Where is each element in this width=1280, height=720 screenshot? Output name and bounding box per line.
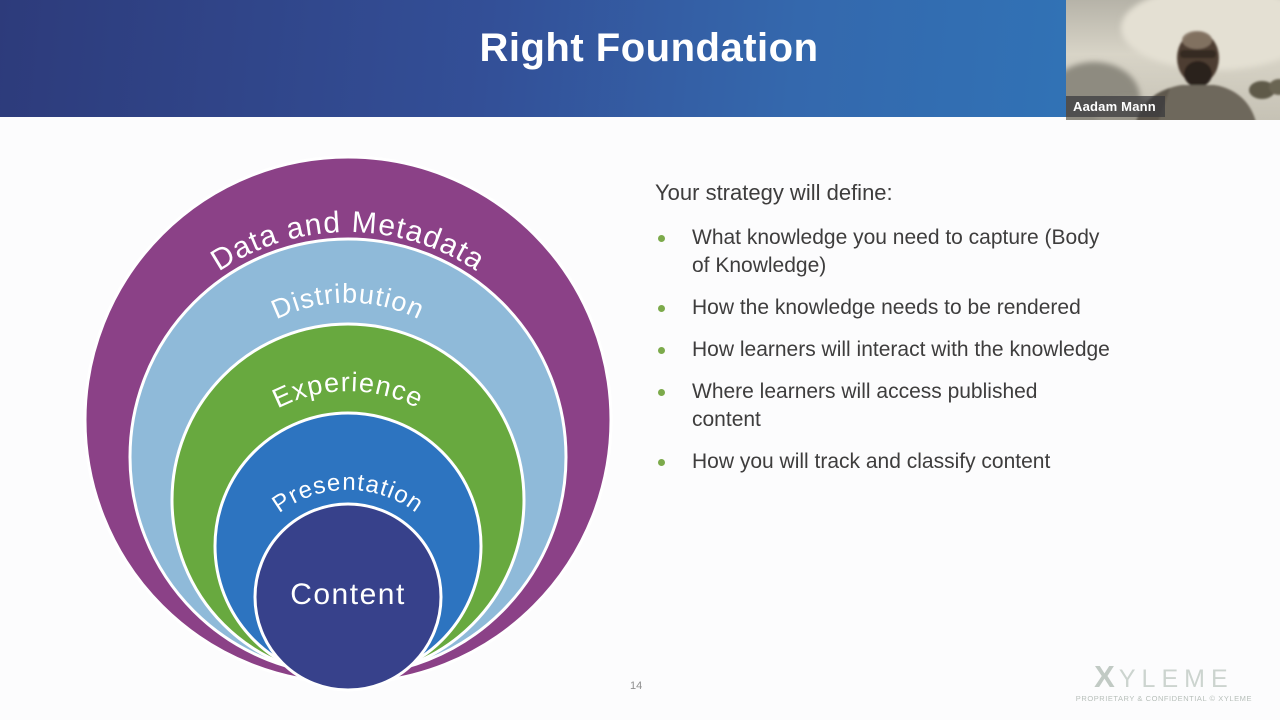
bullet-dot: [658, 389, 665, 396]
bullet-item: How you will track and classify content: [655, 448, 1245, 476]
bullet-dot: [658, 305, 665, 312]
slide-title: Right Foundation: [479, 26, 819, 70]
bullet-list: What knowledge you need to capture (Body…: [655, 224, 1245, 476]
strategy-panel: Your strategy will define: What knowledg…: [655, 180, 1245, 490]
nested-circles-diagram: Data and Metadata Distribution Experienc…: [80, 148, 620, 704]
confidential-text: PROPRIETARY & CONFIDENTIAL © XYLEME: [1075, 694, 1252, 703]
ring-label-content: Content: [290, 578, 406, 611]
presenter-name-label: Aadam Mann: [1066, 96, 1165, 117]
bullet-dot: [658, 235, 665, 242]
page-number: 14: [630, 680, 643, 692]
presenter-video-tile[interactable]: Aadam Mann: [1066, 0, 1280, 120]
strategy-heading: Your strategy will define:: [655, 180, 893, 205]
bullet-dot: [658, 347, 665, 354]
xyleme-logo-wordmark: XYLEME: [1094, 659, 1234, 694]
xyleme-logo-x: X: [1094, 659, 1119, 694]
xyleme-logo: XYLEME PROPRIETARY & CONFIDENTIAL © XYLE…: [1075, 659, 1252, 703]
bullet-item: How learners will interact with the know…: [655, 336, 1245, 364]
bullet-item: What knowledge you need to capture (Body…: [655, 224, 1245, 280]
ring-content: [253, 502, 443, 692]
bullet-item: Where learners will access published con…: [655, 378, 1245, 434]
bullet-dot: [658, 459, 665, 466]
bullet-item: How the knowledge needs to be rendered: [655, 294, 1245, 322]
